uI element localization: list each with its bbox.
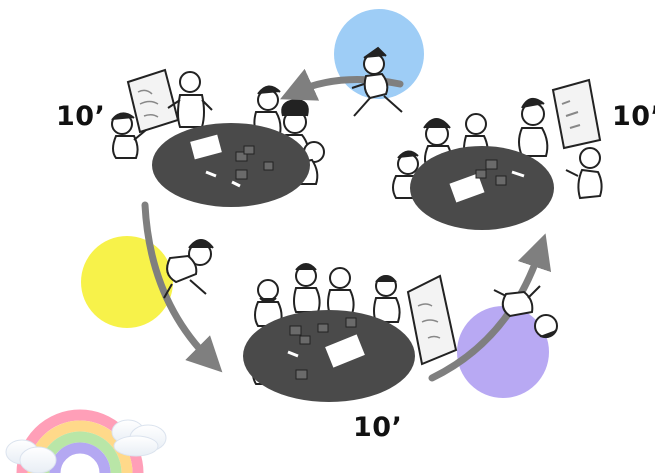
purple-circle	[457, 306, 549, 398]
sticky-note	[289, 325, 302, 336]
sticky-note	[295, 369, 308, 380]
paper-sheet	[325, 334, 365, 368]
person-figure	[463, 113, 489, 161]
sticky-note	[317, 323, 329, 333]
rainbow-cloud-icon	[5, 409, 167, 473]
person-figure	[293, 263, 321, 313]
walking-person-icon	[493, 285, 558, 339]
rotation-arrow-left	[141, 201, 223, 373]
sticky-note	[263, 161, 274, 171]
time-label-top-left: 10’	[56, 101, 106, 132]
sticky-note	[243, 145, 255, 155]
time-label-bottom: 10’	[353, 412, 403, 443]
time-label-top-right: 10’	[612, 101, 655, 132]
flipchart-board-icon	[551, 78, 602, 150]
sticky-note	[495, 175, 507, 186]
sticky-note	[345, 317, 357, 328]
flipchart-board-icon	[126, 68, 180, 134]
person-figure	[327, 267, 355, 315]
walking-person-icon	[351, 46, 403, 117]
person-figure	[565, 147, 603, 200]
person-figure	[373, 275, 401, 323]
table-group-top-left	[111, 68, 325, 207]
sticky-note	[475, 169, 487, 179]
walking-person-icon	[163, 239, 214, 299]
person-figure	[254, 279, 283, 327]
sticky-note	[235, 151, 248, 162]
paper-sheet	[190, 134, 222, 160]
round-table	[152, 123, 310, 207]
person-figure	[518, 97, 549, 157]
paper-sheet	[449, 173, 485, 203]
person-figure	[111, 112, 147, 159]
sticky-note	[235, 169, 248, 180]
person-figure	[167, 71, 213, 128]
flipchart-board-icon	[406, 274, 458, 366]
rotation-arrow-right	[428, 233, 552, 382]
table-group-bottom	[243, 263, 458, 402]
sticky-note	[485, 159, 498, 170]
table-group-top-right	[392, 78, 603, 230]
sticky-note	[299, 335, 311, 345]
